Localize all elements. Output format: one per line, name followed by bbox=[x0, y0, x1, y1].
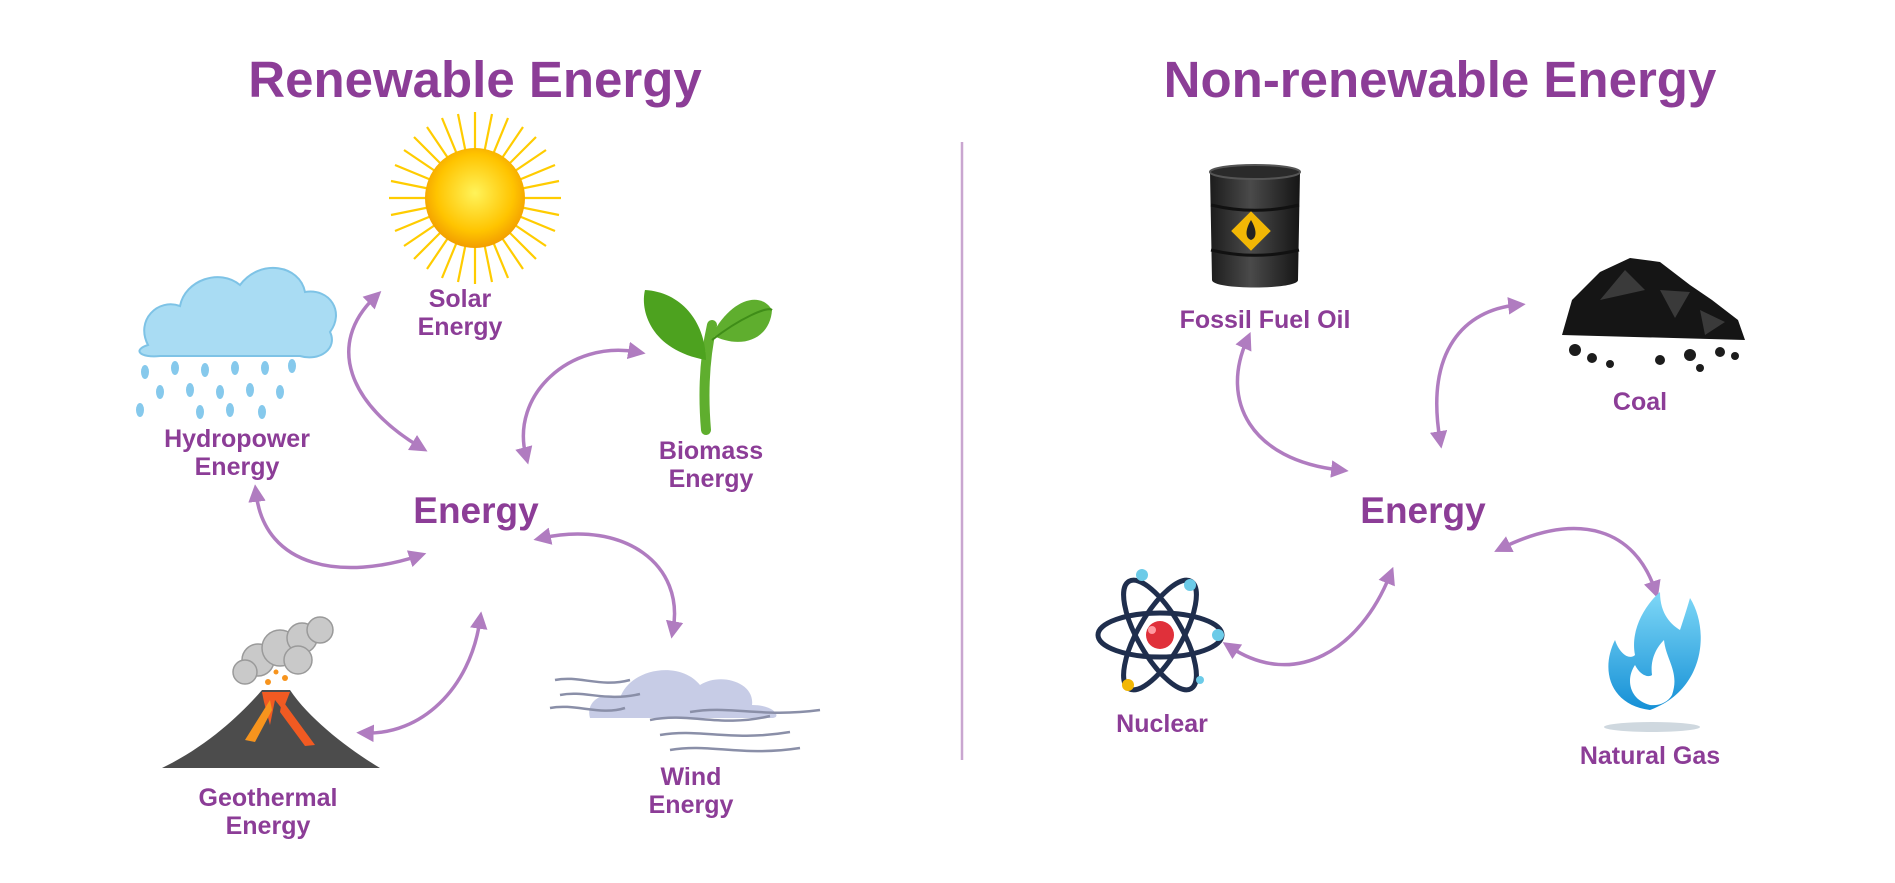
hydropower-energy-label: Hydropower Energy bbox=[164, 425, 310, 481]
atom-icon bbox=[1095, 569, 1225, 693]
arrow-biomass bbox=[515, 341, 646, 465]
coal-pile-icon bbox=[1562, 258, 1745, 372]
coal-label: Coal bbox=[1612, 388, 1668, 416]
arrow-wind bbox=[533, 527, 684, 639]
nonrenewable-title: Non-renewable Energy bbox=[1163, 51, 1717, 108]
wind-cloud-icon bbox=[549, 670, 821, 753]
rain-cloud-icon bbox=[136, 266, 337, 419]
geothermal-energy-label: Geothermal Energy bbox=[198, 784, 338, 840]
nuclear-label: Nuclear bbox=[1116, 710, 1208, 738]
biomass-energy-label: Biomass Energy bbox=[658, 437, 764, 493]
renewable-title: Renewable Energy bbox=[248, 51, 702, 108]
nonrenewable-center-label: Energy bbox=[1360, 490, 1486, 531]
renewable-center-label: Energy bbox=[413, 490, 539, 531]
gas-flame-icon bbox=[1604, 592, 1701, 732]
arrow-coal bbox=[1429, 297, 1526, 449]
natural-gas-label: Natural Gas bbox=[1579, 742, 1721, 770]
wind-energy-label: Wind Energy bbox=[648, 763, 734, 819]
arrow-solar bbox=[347, 290, 428, 452]
sun-icon bbox=[389, 112, 561, 284]
arrow-geothermal bbox=[356, 611, 488, 743]
arrow-hydropower bbox=[248, 484, 427, 570]
arrow-natural-gas bbox=[1494, 526, 1661, 599]
plant-sprout-icon bbox=[643, 290, 773, 435]
arrow-fossil-oil bbox=[1235, 332, 1349, 478]
volcano-icon bbox=[162, 616, 380, 768]
oil-barrel-icon bbox=[1209, 164, 1301, 288]
fossil-fuel-oil-label: Fossil Fuel Oil bbox=[1179, 306, 1351, 334]
solar-energy-label: Solar Energy bbox=[417, 285, 503, 341]
arrow-nuclear bbox=[1222, 566, 1395, 667]
